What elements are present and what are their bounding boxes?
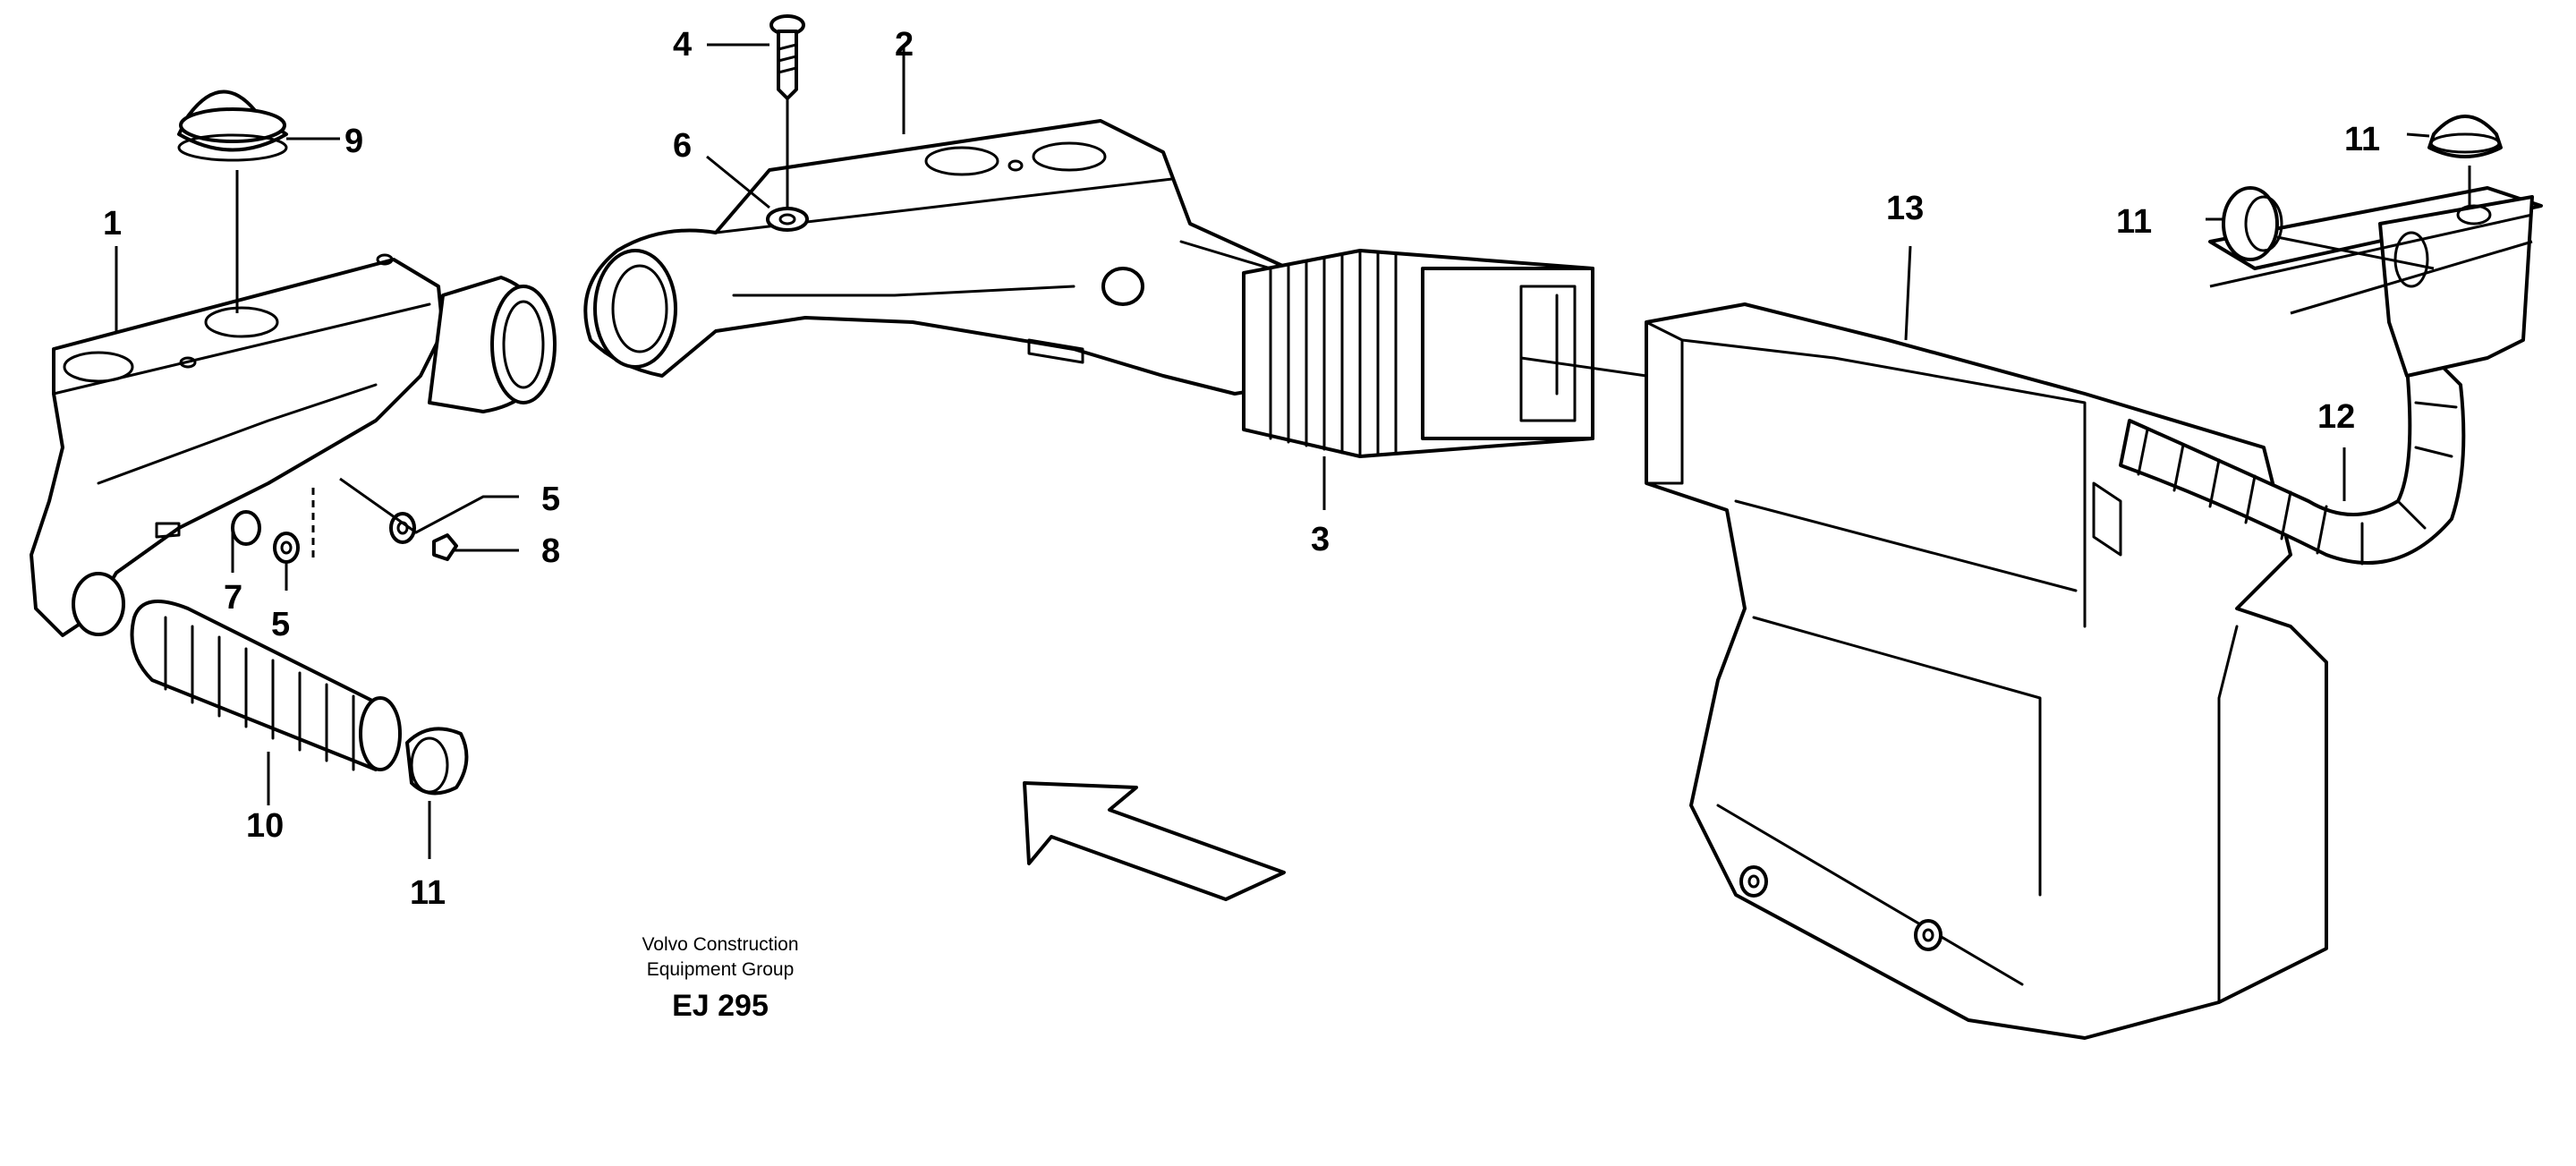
cap-11-middle-right xyxy=(2206,186,2435,270)
bellows-3 xyxy=(1242,249,1647,510)
direction-arrow xyxy=(1023,781,1286,901)
callout-11-right-top: 11 xyxy=(2344,121,2380,158)
callout-10: 10 xyxy=(246,807,284,845)
callout-12: 12 xyxy=(2317,398,2355,436)
hardware-5-7-8 xyxy=(231,477,519,591)
callout-labels: 1 2 3 4 5 5 6 7 8 9 10 11 11 11 12 13 xyxy=(103,26,2380,912)
callout-2: 2 xyxy=(895,26,914,64)
bracket-top-right xyxy=(2208,186,2543,378)
washer-6 xyxy=(706,155,809,232)
cap-11-top-right xyxy=(2406,115,2503,206)
screw-4 xyxy=(707,14,805,215)
callout-5b: 5 xyxy=(271,606,290,643)
cap-11-bottom xyxy=(405,727,469,859)
callout-9: 9 xyxy=(344,123,363,160)
caption-company-line1: Volvo Construction xyxy=(642,934,798,955)
center-air-duct xyxy=(583,45,1290,396)
callout-11-bottom: 11 xyxy=(410,874,446,912)
heater-box-13 xyxy=(1645,245,2328,1040)
cap-9 xyxy=(177,89,340,313)
callout-1: 1 xyxy=(103,205,122,243)
callout-6: 6 xyxy=(673,127,692,165)
left-air-duct xyxy=(30,253,557,637)
callout-4: 4 xyxy=(673,26,692,64)
callout-5a: 5 xyxy=(541,481,560,518)
callout-11-right-mid: 11 xyxy=(2116,203,2152,241)
caption-company-line2: Equipment Group xyxy=(647,959,795,980)
callout-8: 8 xyxy=(541,532,560,570)
callout-13: 13 xyxy=(1886,190,1924,227)
caption-block: Volvo Construction Equipment Group EJ 29… xyxy=(642,934,798,1023)
caption-drawing-code: EJ 295 xyxy=(672,989,769,1023)
flex-hose-10 xyxy=(130,600,402,805)
callout-3: 3 xyxy=(1311,521,1330,558)
hose-12 xyxy=(2119,356,2466,566)
callout-7: 7 xyxy=(224,579,242,617)
